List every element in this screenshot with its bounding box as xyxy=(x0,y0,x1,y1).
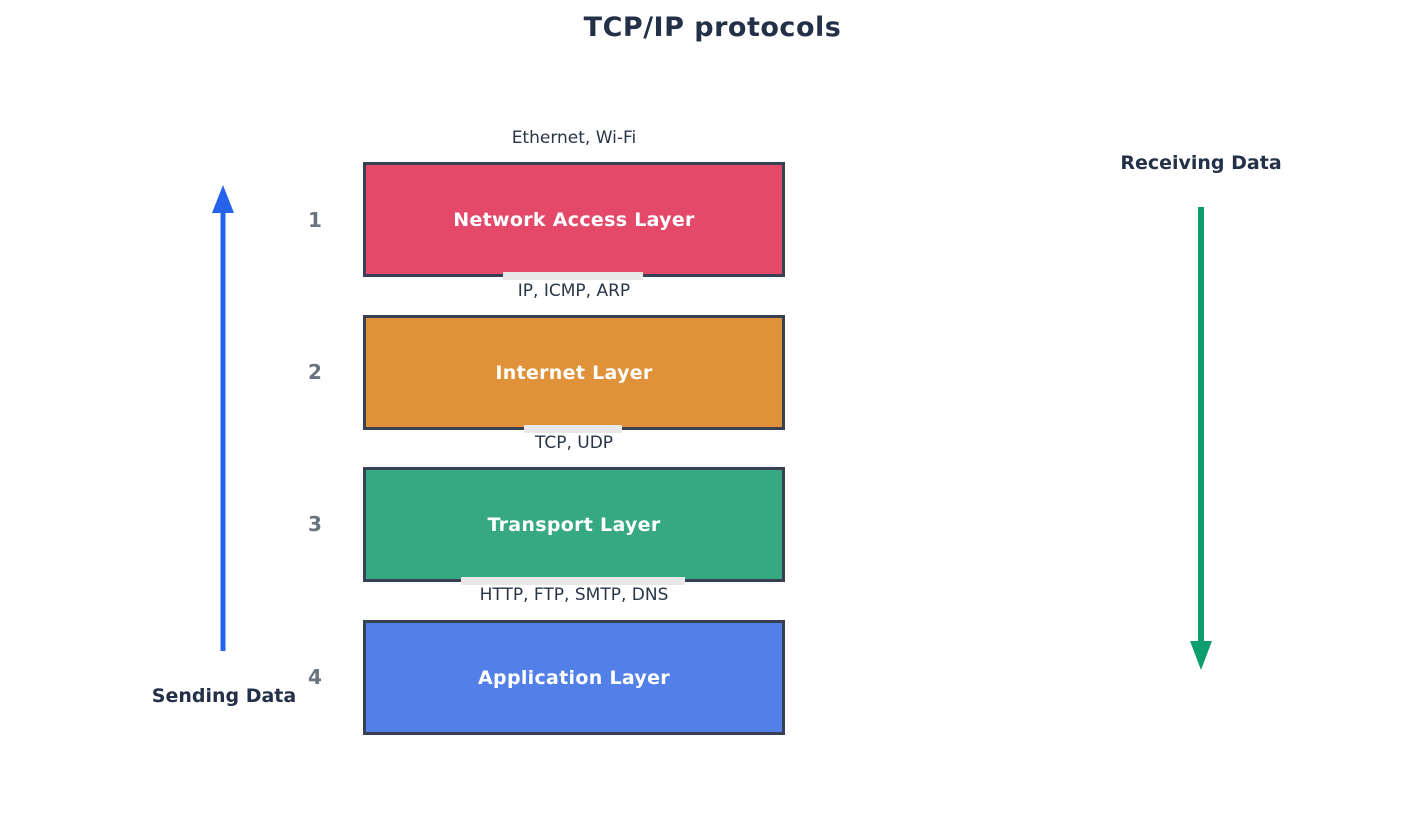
layer-name-network-access: Network Access Layer xyxy=(453,208,695,231)
receiving-data-label: Receiving Data xyxy=(1120,152,1282,174)
layer-box-internet: Internet Layer xyxy=(363,315,785,430)
layer-box-network-access: Network Access Layer xyxy=(363,162,785,277)
layer-name-transport: Transport Layer xyxy=(487,513,661,536)
layer-box-application: Application Layer xyxy=(363,620,785,735)
sending-data-label: Sending Data xyxy=(151,685,297,707)
layer-number-1: 1 xyxy=(308,208,322,232)
layer-number-4: 4 xyxy=(308,665,322,689)
protocols-label-transport: TCP, UDP xyxy=(534,433,614,453)
layer-box-transport: Transport Layer xyxy=(363,467,785,582)
sending-arrow-head xyxy=(212,185,234,213)
layer-name-application: Application Layer xyxy=(478,666,670,689)
label-band xyxy=(503,272,643,280)
protocols-label-internet: IP, ICMP, ARP xyxy=(517,281,631,301)
layer-name-internet: Internet Layer xyxy=(495,361,653,384)
layer-number-3: 3 xyxy=(308,512,322,536)
protocols-label-network-access: Ethernet, Wi-Fi xyxy=(511,128,637,148)
label-band xyxy=(461,577,685,585)
receiving-arrow-head xyxy=(1190,641,1212,670)
sending-data-up-arrow-icon xyxy=(212,185,234,651)
label-band xyxy=(524,425,622,433)
diagram-title: TCP/IP protocols xyxy=(583,12,842,43)
protocols-label-application: HTTP, FTP, SMTP, DNS xyxy=(479,585,669,605)
receiving-data-down-arrow-icon xyxy=(1190,207,1212,670)
layer-number-2: 2 xyxy=(308,360,322,384)
